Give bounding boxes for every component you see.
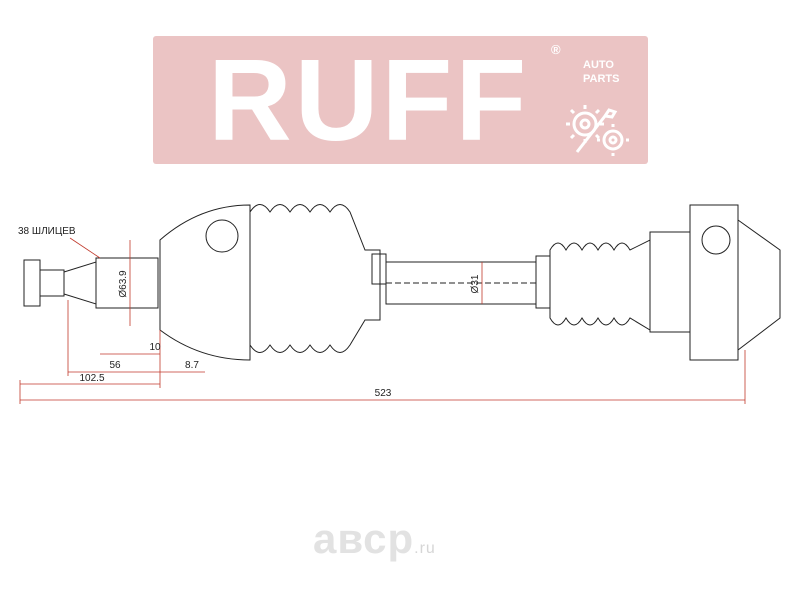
inner-boot — [549, 239, 651, 331]
inner-joint-cup — [737, 219, 781, 352]
outer-joint-ball — [205, 219, 239, 253]
logo-tagline-auto: AUTO — [583, 59, 614, 71]
dim-label-56: 56 — [109, 360, 121, 371]
stub-body — [95, 257, 159, 309]
outer-diameter-label: Ø63.9 — [118, 270, 129, 298]
spline-leader-line — [69, 237, 101, 259]
watermark-tld: .ru — [414, 540, 436, 557]
shaft-diameter-label: Ø31 — [470, 274, 481, 293]
shaft-stub — [39, 269, 65, 297]
outer-boot — [249, 204, 381, 353]
watermark-text: aвсp — [313, 515, 415, 562]
logo-tagline: AUTO PARTS — [583, 58, 619, 86]
spline-count-label: 38 ШЛИЦЕВ — [18, 226, 76, 237]
dim-label-10: 10 — [149, 342, 161, 353]
dim-label-102-5: 102.5 — [79, 373, 104, 384]
inner-joint-roller — [701, 225, 731, 255]
logo-brand-text: RUFF — [208, 35, 530, 165]
stub-taper — [63, 261, 97, 305]
inner-joint-collar — [649, 231, 691, 333]
ruff-logo: RUFF ® AUTO PARTS — [153, 35, 648, 165]
abcp-watermark: aвсp.ru — [313, 515, 436, 563]
registered-mark: ® — [551, 42, 561, 57]
logo-tagline-parts: PARTS — [583, 73, 620, 85]
inner-boot-clamp — [535, 255, 551, 309]
outer-boot-clamp — [371, 253, 387, 285]
shaft-spline-end — [23, 259, 41, 307]
dim-label-523: 523 — [375, 388, 392, 399]
inner-joint-housing — [689, 204, 739, 361]
gears-wrench-icon — [566, 105, 629, 156]
dim-label-8-7: 8.7 — [185, 360, 199, 371]
